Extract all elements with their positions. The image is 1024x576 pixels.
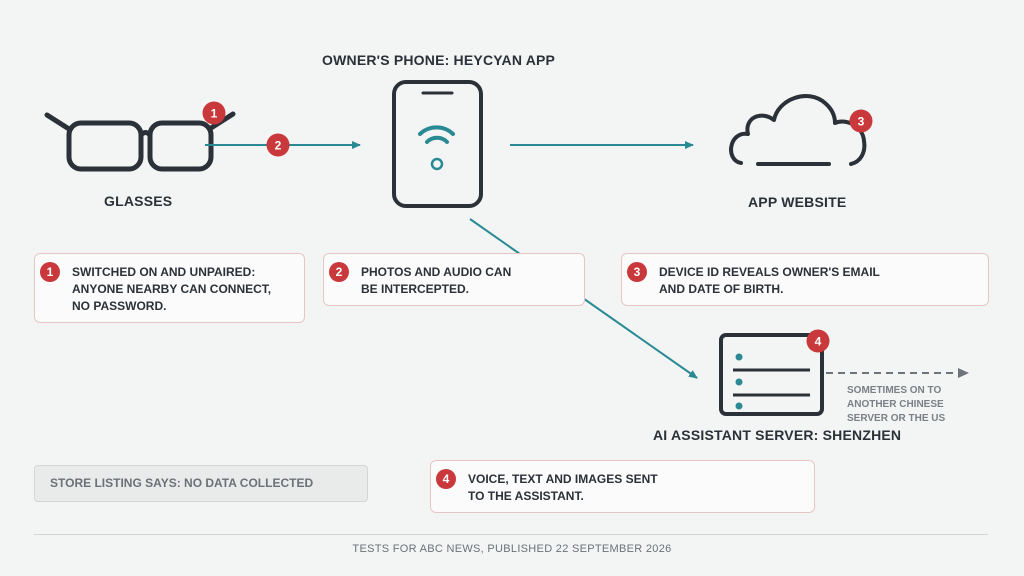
callout-card-1: 1 SWITCHED ON AND UNPAIRED: ANYONE NEARB… <box>34 253 305 323</box>
phone-label: OWNER'S PHONE: HEYCYAN APP <box>322 52 556 68</box>
callout-number: 2 <box>329 262 349 282</box>
callout-text: VOICE, TEXT AND IMAGES SENT TO THE ASSIS… <box>468 472 658 503</box>
server-icon <box>719 333 824 416</box>
footer-divider <box>34 534 988 535</box>
badge-website: 3 <box>849 109 873 133</box>
server-onward-note: SOMETIMES ON TO ANOTHER CHINESE SERVER O… <box>847 385 946 424</box>
svg-text:3: 3 <box>858 115 865 129</box>
callout-number: 4 <box>436 469 456 489</box>
callout-card-2: 2 PHOTOS AND AUDIO CAN BE INTERCEPTED. <box>323 253 585 306</box>
callout-number: 1 <box>40 262 60 282</box>
website-label: APP WEBSITE <box>748 194 847 210</box>
svg-text:1: 1 <box>211 107 218 121</box>
callout-number: 3 <box>627 262 647 282</box>
callout-card-4: 4 VOICE, TEXT AND IMAGES SENT TO THE ASS… <box>430 460 815 513</box>
badge-glasses: 1 <box>202 101 226 125</box>
callout-text: PHOTOS AND AUDIO CAN BE INTERCEPTED. <box>361 265 512 296</box>
callout-text: SWITCHED ON AND UNPAIRED: ANYONE NEARBY … <box>72 265 272 313</box>
phone-icon <box>392 80 483 208</box>
server-label: AI ASSISTANT SERVER: SHENZHEN <box>653 427 902 443</box>
badge-glasses-to-phone: 2 <box>266 133 290 157</box>
svg-text:4: 4 <box>815 335 822 349</box>
callout-card-3: 3 DEVICE ID REVEALS OWNER'S EMAIL AND DA… <box>621 253 989 306</box>
callout-text: DEVICE ID REVEALS OWNER'S EMAIL AND DATE… <box>659 265 880 296</box>
cloud-icon <box>729 94 867 166</box>
glasses-icon <box>44 111 236 172</box>
store-listing-note: STORE LISTING SAYS: NO DATA COLLECTED <box>34 465 368 502</box>
footer-credit: TESTS FOR ABC NEWS, PUBLISHED 22 SEPTEMB… <box>352 543 672 555</box>
badge-server: 4 <box>806 329 830 353</box>
svg-text:2: 2 <box>275 139 282 153</box>
glasses-label: GLASSES <box>104 193 173 209</box>
